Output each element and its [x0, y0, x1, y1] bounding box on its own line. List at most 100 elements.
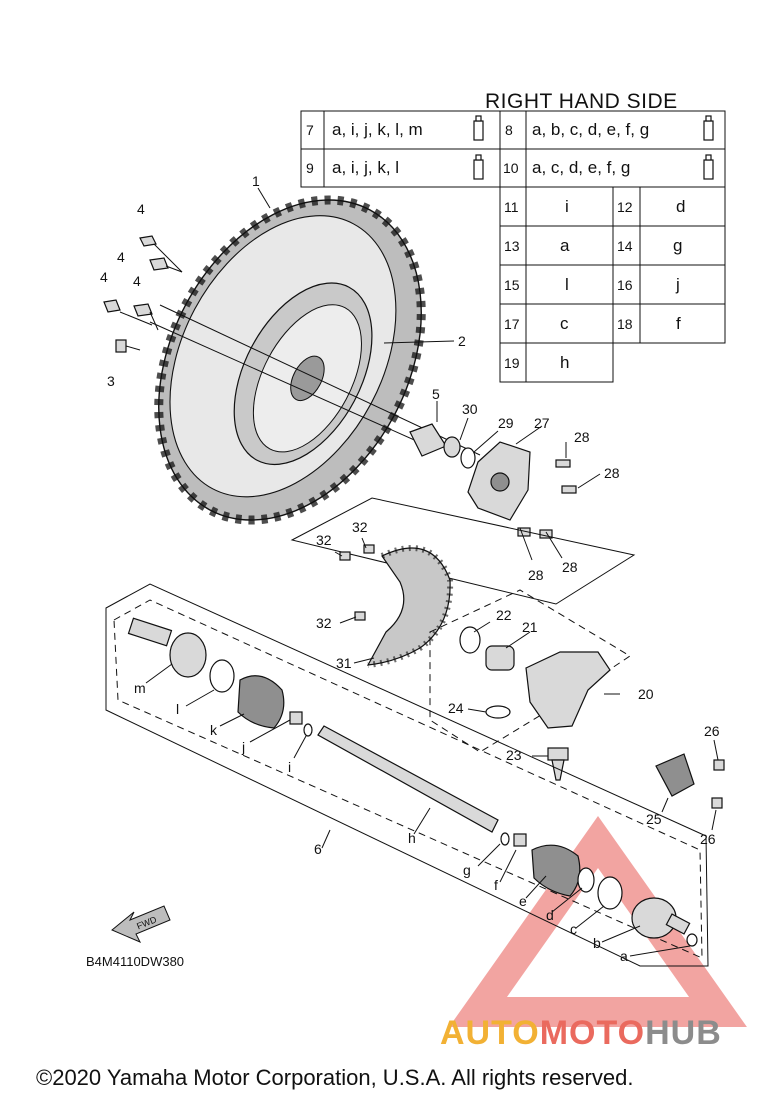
callout-25: 25 [646, 811, 662, 827]
legend-row-letters: a, c, d, e, f, g [532, 158, 630, 177]
legend-grid-letter: d [676, 197, 685, 216]
knuckle-nut [711, 797, 723, 809]
grease-tube-icon [703, 154, 714, 180]
svg-text:AUTOMOTOHUB: AUTOMOTOHUB [440, 1014, 722, 1052]
diagram-code: B4M4110DW380 [86, 954, 184, 969]
lug-nut [149, 257, 169, 271]
grease-tube-icon [473, 154, 484, 180]
knuckle [525, 651, 611, 729]
callout-31: 31 [336, 655, 352, 671]
copyright-text: ©2020 Yamaha Motor Corporation, U.S.A. A… [36, 1065, 633, 1090]
watermark-hub: HUB [645, 1014, 722, 1052]
grease-tube-icon [703, 115, 714, 141]
legend-grid-num: 15 [504, 277, 520, 293]
callout-6: 6 [314, 841, 322, 857]
legend-grid-num: 17 [504, 316, 520, 332]
circlip-small [303, 723, 313, 737]
callout-4: 4 [133, 273, 141, 289]
callout-27: 27 [534, 415, 550, 431]
legend-grid-letter: f [676, 314, 681, 333]
lug-nut [133, 303, 153, 317]
legend-grid-num: 16 [617, 277, 633, 293]
legend-row-letters: a, b, c, d, e, f, g [532, 120, 649, 139]
boot-band [209, 659, 235, 693]
callout-26: 26 [704, 723, 720, 739]
legend-row-letters: a, i, j, k, l [332, 158, 399, 177]
callout-21: 21 [522, 619, 538, 635]
boot-band [577, 867, 595, 893]
legend-row-num: 7 [306, 122, 314, 138]
legend-grid-letter: c [560, 314, 569, 333]
callout-h: h [408, 830, 416, 846]
callout-20: 20 [638, 686, 654, 702]
grease-tube-icon [473, 115, 484, 141]
callout-22: 22 [496, 607, 512, 623]
snap-ring [485, 705, 511, 719]
callout-k: k [210, 722, 218, 738]
callout-g: g [463, 862, 471, 878]
boot-band [597, 876, 623, 910]
guard-bolt [363, 544, 375, 554]
legend-row-num: 8 [505, 122, 513, 138]
legend-grid-letter: g [673, 236, 682, 255]
leader-lines [145, 187, 719, 957]
legend-title: RIGHT HAND SIDE [485, 90, 678, 113]
callout-28: 28 [604, 465, 620, 481]
callout-28: 28 [574, 429, 590, 445]
callout-c: c [570, 921, 577, 937]
watermark-moto: MOTO [540, 1014, 645, 1052]
guard-bolt [354, 611, 366, 621]
legend-table: RIGHT HAND SIDE 7 a, i, j, k, l, m 8 a, … [300, 90, 726, 383]
callouts: 1 2 3 4 4 4 4 5 6 20 21 22 23 24 25 26 2… [100, 173, 720, 964]
callout-a: a [620, 948, 628, 964]
outer-cv-joint [127, 617, 207, 678]
callout-j: j [241, 739, 245, 755]
callout-32: 32 [316, 532, 332, 548]
callout-29: 29 [498, 415, 514, 431]
legend-grid-num: 12 [617, 199, 633, 215]
callout-32: 32 [316, 615, 332, 631]
callout-28: 28 [528, 567, 544, 583]
legend-grid-letter: j [675, 275, 680, 294]
drive-shaft [317, 725, 499, 833]
legend-grid-num: 19 [504, 355, 520, 371]
callout-l: l [176, 701, 179, 717]
legend-grid-num: 13 [504, 238, 520, 254]
legend-grid-letter: h [560, 353, 569, 372]
circlip-small [686, 933, 698, 947]
ball-joint [547, 747, 569, 781]
knuckle-boot [655, 753, 695, 797]
legend-grid-num: 14 [617, 238, 633, 254]
legend-row-num: 10 [503, 160, 519, 176]
guard-bolt [339, 551, 351, 561]
callout-26: 26 [700, 831, 716, 847]
lug-nut [139, 235, 157, 247]
legend-row-letters: a, i, j, k, l, m [332, 120, 423, 139]
callout-4: 4 [117, 249, 125, 265]
callout-e: e [519, 893, 527, 909]
seal-ring [460, 447, 476, 469]
knuckle-nut [713, 759, 725, 771]
callout-23: 23 [506, 747, 522, 763]
callout-2: 2 [458, 333, 466, 349]
legend-grid-letter: l [565, 275, 569, 294]
legend-grid-num: 11 [504, 199, 519, 215]
callout-32: 32 [352, 519, 368, 535]
callout-f: f [494, 877, 498, 893]
cv-boot [237, 675, 285, 729]
inner-cv-joint [631, 897, 691, 939]
tire-wheel-assembly [149, 195, 481, 525]
wheel-bolt [115, 339, 141, 353]
callout-i: i [288, 759, 291, 775]
callout-4: 4 [100, 269, 108, 285]
callout-5: 5 [432, 386, 440, 402]
callout-d: d [546, 907, 554, 923]
legend-grid-letter: a [560, 236, 570, 255]
watermark-auto: AUTO [440, 1014, 540, 1052]
washer [443, 436, 461, 458]
hub-bolt [561, 485, 577, 494]
callout-b: b [593, 935, 601, 951]
watermark-wordmark: AUTOMOTOHUB [440, 1014, 722, 1052]
hub-carrier [467, 441, 531, 521]
